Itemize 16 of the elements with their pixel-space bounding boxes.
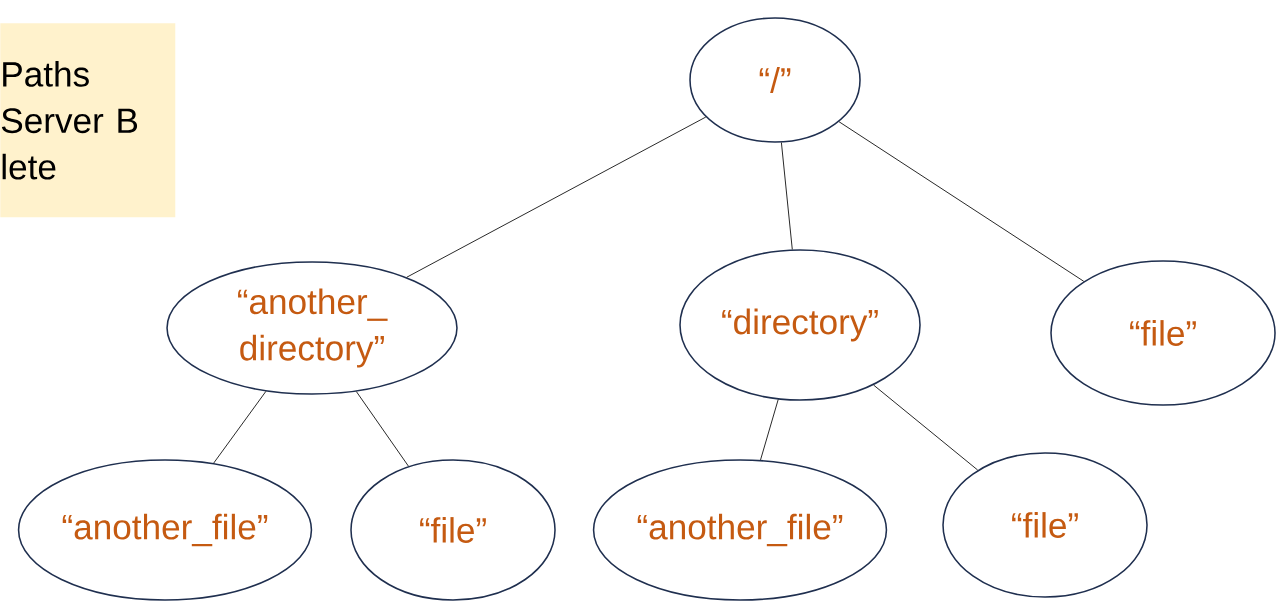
tree-node: “file” <box>350 459 556 601</box>
connector-line <box>838 121 1085 282</box>
connector-line <box>760 399 779 461</box>
connector-line <box>406 116 707 278</box>
note-box: Paths Server B lete <box>0 23 176 218</box>
tree-node: “directory” <box>679 249 921 401</box>
tree-node: “another_file” <box>17 459 313 601</box>
tree-node: “file” <box>942 452 1148 598</box>
connector-line <box>355 391 409 467</box>
tree-node: “another_ directory” <box>166 261 458 395</box>
tree-node: “/” <box>689 17 861 143</box>
tree-node: “file” <box>1050 260 1276 406</box>
connector-line <box>213 390 267 464</box>
tree-node: “another_file” <box>592 459 888 601</box>
connector-line <box>781 142 793 250</box>
connector-line <box>873 384 979 471</box>
